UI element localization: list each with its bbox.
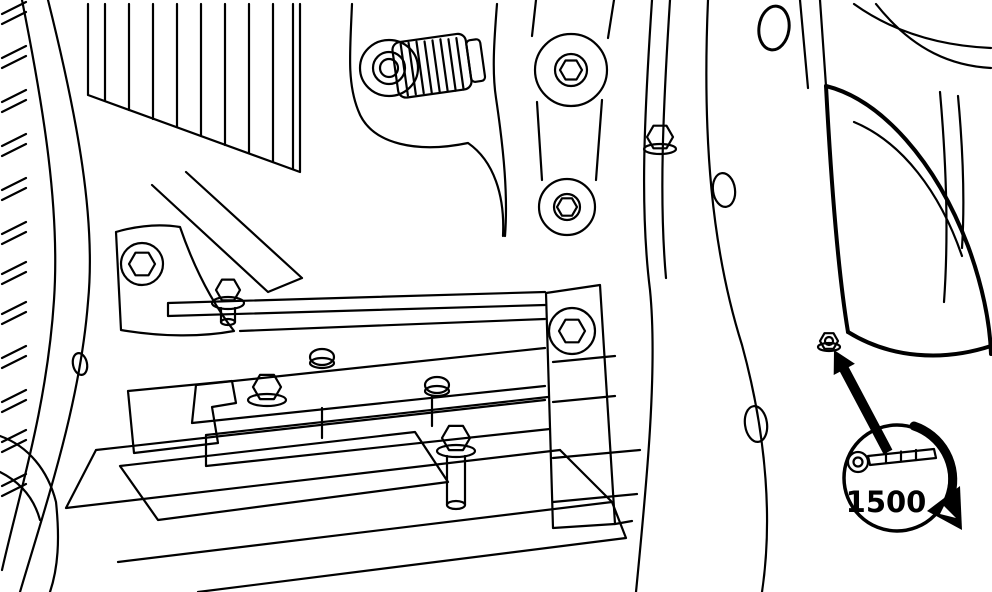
linkage-arm: [530, 0, 616, 237]
hex-bolt-icon: [558, 59, 584, 81]
torque-wrench-icon: [846, 447, 938, 474]
step-bracket: [126, 379, 238, 455]
bottom-ramps: [64, 398, 628, 592]
dome-rivet: [308, 347, 336, 370]
hex-bolt-icon: [547, 306, 597, 356]
cable-routing: [348, 2, 508, 238]
oval-hole: [743, 405, 769, 443]
hex-bolt-icon: [555, 197, 579, 217]
engine-block-panel: [86, 2, 304, 294]
mounting-bracket: [114, 224, 552, 511]
side-bracket: [544, 283, 642, 530]
oval-hole: [711, 171, 737, 209]
panel-fins: [103, 2, 295, 171]
frame-member: [634, 0, 769, 592]
target-nut: [816, 332, 842, 353]
torque-symbol: 1500: [842, 421, 962, 533]
hex-bolt-icon: [119, 241, 165, 287]
hex-bolt-icon: [246, 373, 288, 408]
right-housing: [757, 0, 992, 358]
hatch-ticks: [0, 0, 28, 498]
hex-bolt-icon: [642, 124, 678, 156]
arrowhead-notch: [940, 506, 956, 518]
knurling: [399, 36, 465, 97]
dome-rivet: [423, 375, 451, 398]
oval-boss: [757, 4, 791, 52]
engine-edge-left: [0, 0, 91, 592]
rotation-arrow-icon: [909, 421, 958, 499]
hex-bolt-icon: [210, 278, 246, 327]
torque-value-label: 1500: [846, 485, 927, 519]
pointer-group: [816, 332, 893, 455]
knurled-adjuster: [348, 2, 508, 238]
small-slot: [71, 352, 89, 376]
